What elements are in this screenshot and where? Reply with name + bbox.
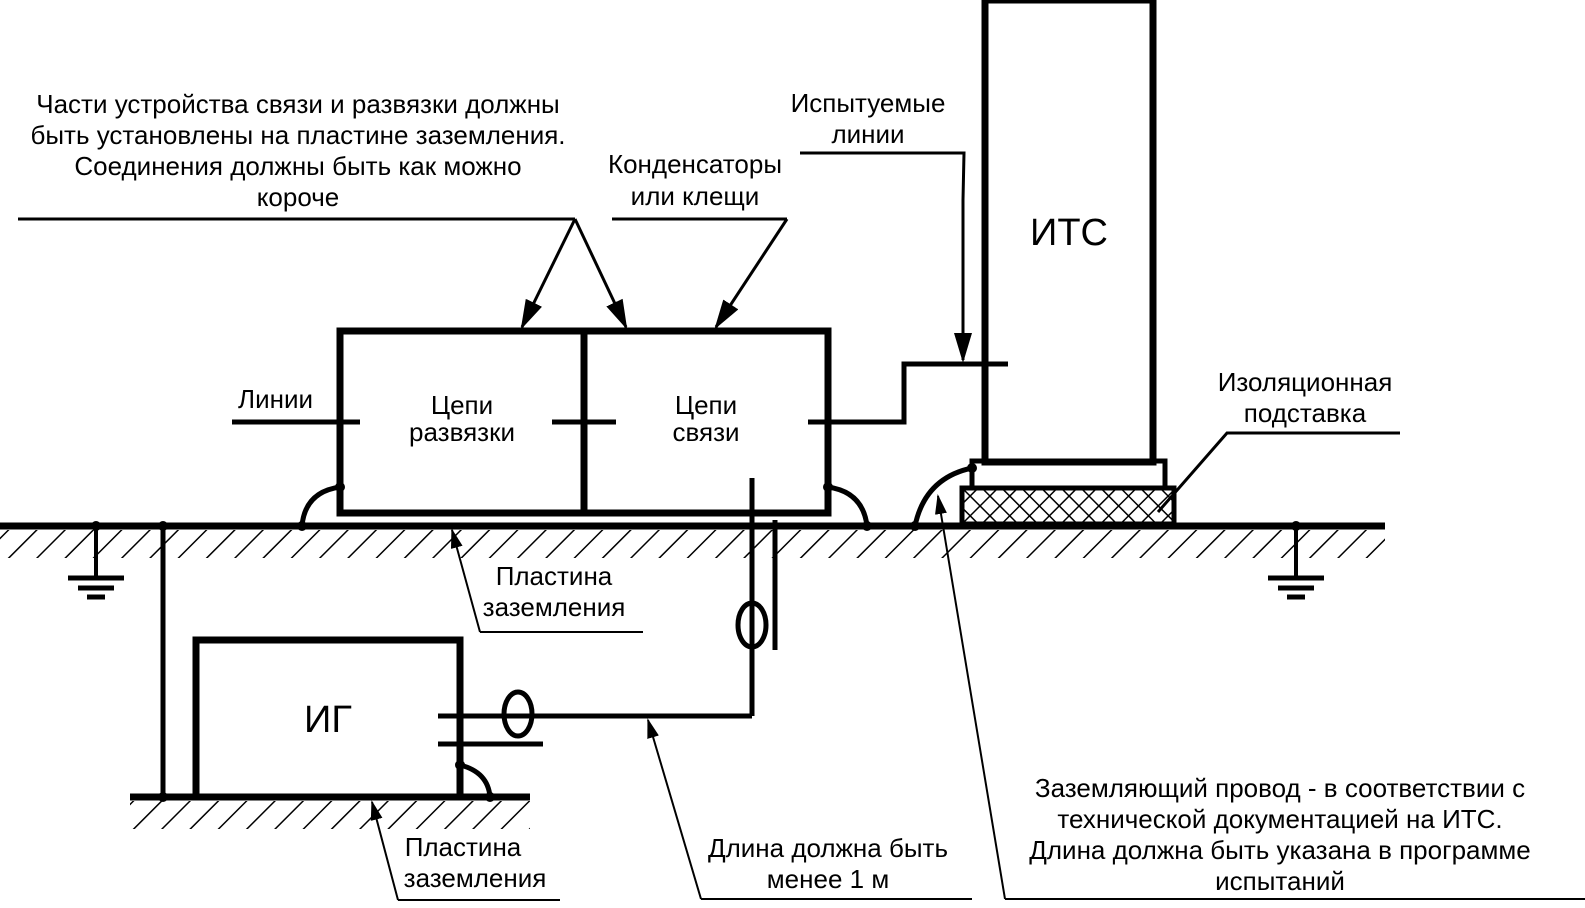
- cdn-ground-strap-right: [823, 482, 872, 531]
- decoupling-block-label-line2: развязки: [409, 417, 515, 447]
- tested-lines-label-line1: Испытуемые: [791, 88, 946, 118]
- cdn-mounting-leader: [18, 217, 628, 330]
- insulating-support-label-line2: подставка: [1244, 398, 1367, 428]
- ground-plate-upper-leader: [450, 528, 643, 633]
- cdn-ground-strap-left: [297, 482, 345, 531]
- ground-wire-note-line4: испытаний: [1215, 866, 1345, 896]
- coupling-block-label-line1: Цепи: [675, 390, 737, 420]
- cable-length-leader: [647, 718, 972, 900]
- ground-plate-lower-label-line1: Пластина: [405, 832, 522, 862]
- cable-length-note-line1: Длина должна быть: [708, 833, 948, 863]
- ground-wire-note-line3: Длина должна быть указана в программе: [1029, 835, 1530, 865]
- capacitors-label-line1: Конденсаторы: [608, 149, 782, 179]
- decoupling-block-label-line1: Цепи: [431, 390, 493, 420]
- ground-wire-note-line2: технической документацией на ИТС.: [1057, 804, 1502, 834]
- ground-wire-note-line1: Заземляющий провод - в соответствии с: [1035, 773, 1525, 803]
- earth-ground-icon: [68, 521, 124, 600]
- ground-wire-leader: [935, 494, 1585, 900]
- ground-plate-lower-leader: [370, 800, 560, 901]
- cable-length-note-line2: менее 1 м: [767, 864, 889, 894]
- coupling-block-label-line2: связи: [672, 417, 739, 447]
- ground-plate-upper-label-line1: Пластина: [496, 561, 613, 591]
- generator-to-coupling-cable: [438, 478, 778, 747]
- capacitors-label-line2: или клещи: [631, 181, 760, 211]
- tested-lines-leader: [800, 151, 972, 363]
- cdn-mounting-note-line1: Части устройства связи и развязки должны: [36, 89, 560, 119]
- generator-label: ИГ: [304, 699, 352, 741]
- earth-ground-icon: [1268, 521, 1324, 600]
- eut-ground-strap: [910, 463, 977, 531]
- eut-label: ИТС: [1030, 212, 1108, 254]
- lower-ground-plate: [130, 793, 530, 829]
- cdn-mounting-note-line3: Соединения должны быть как можно: [74, 151, 521, 181]
- upper-ground-plate: [0, 522, 1385, 558]
- insulating-support-leader: [1156, 431, 1400, 513]
- capacitors-leader: [612, 217, 789, 330]
- ground-hatching: [0, 530, 1385, 558]
- insulating-support: [959, 485, 1177, 527]
- ground-plate-upper-label-line2: заземления: [483, 592, 626, 622]
- plate-bonding-conductor: [158, 521, 168, 802]
- lines-label: Линии: [238, 384, 313, 414]
- cdn-mounting-note-line4: короче: [257, 182, 339, 212]
- tested-lines-label-line2: линии: [831, 119, 904, 149]
- insulating-support-label-line1: Изоляционная: [1218, 367, 1393, 397]
- cdn-mounting-note-line2: быть установлены на пластине заземления.: [30, 120, 565, 150]
- ground-plate-lower-label-line2: заземления: [404, 863, 547, 893]
- tested-lines-conductor: [856, 361, 1008, 425]
